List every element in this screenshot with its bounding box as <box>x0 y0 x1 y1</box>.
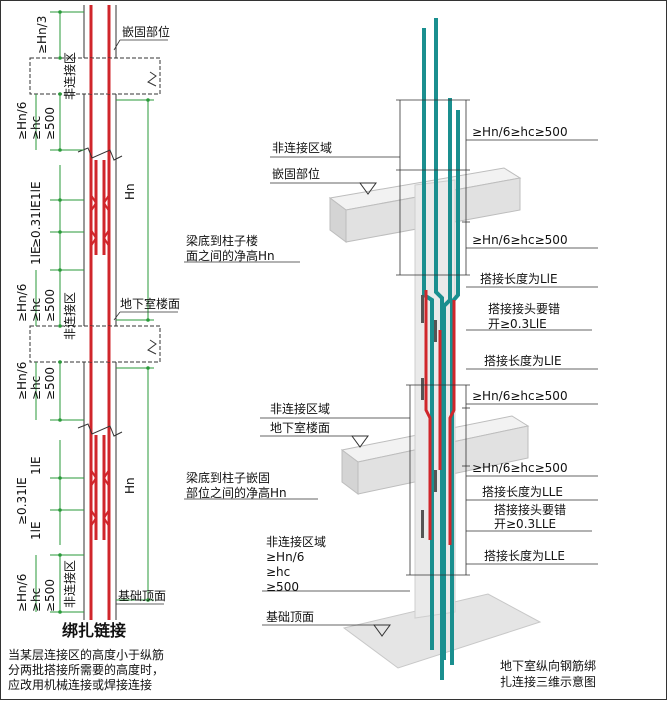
break-mark-top <box>77 147 123 161</box>
hn-upper-label: Hn <box>123 183 137 200</box>
embed-label: 嵌固部位 <box>122 24 170 39</box>
right-leader-lines <box>184 139 598 626</box>
non-connect-domain-label-3: 非连接区域 <box>266 534 326 549</box>
cond-hn6-label: ≥Hn/6 <box>266 550 304 564</box>
cond-500-label: ≥500 <box>266 580 299 594</box>
lie-label-4: 1lE <box>29 521 43 540</box>
right-dimension-lines <box>396 99 470 576</box>
break-mark-beam-mid <box>147 339 157 355</box>
embed-label-right: 嵌固部位 <box>272 166 320 181</box>
note-line-3: 应改用机械连接或焊接连接 <box>8 677 152 692</box>
basement-beam <box>29 325 161 363</box>
v500-label-1: ≥500 <box>43 107 57 140</box>
lap-label-a2: 搭接长度为LlE <box>484 353 562 368</box>
beam-to-floor-line-2: 面之间的净高Hn <box>186 248 275 263</box>
teal-rebars <box>422 18 460 680</box>
left-dimension-dots <box>58 10 150 614</box>
leader-basement <box>113 311 121 321</box>
left-dimension-lines <box>35 11 154 613</box>
v500-label-4: ≥500 <box>43 579 57 612</box>
hn6-label-1: ≥Hn/6 <box>15 102 29 140</box>
cond-combined-4: ≥Hn/6≥hc≥500 <box>472 461 568 475</box>
l031-label-2: ≥0.31lE <box>15 477 29 525</box>
lie-label-3: 1lE <box>29 456 43 475</box>
lap-label-a1: 搭接长度为LlE <box>480 271 558 286</box>
foundation-top-label-right: 基础顶面 <box>266 610 314 624</box>
v500-label-3: ≥500 <box>43 367 57 400</box>
l031-label-1: ≥0.31lE <box>29 200 43 248</box>
left-elevation: 嵌固部位 地下室楼面 基础顶面 Hn Hn ≥Hn/3 非连接区 ≥Hn/6 ≥… <box>8 5 180 692</box>
lie-label-2: 1lE <box>29 246 43 265</box>
stagger-a-line-1: 搭接接头要错 <box>488 301 560 316</box>
hn6-label-4: ≥Hn/6 <box>15 574 29 612</box>
beam-to-embed-line-1: 梁底到柱子嵌固 <box>186 470 270 485</box>
embed-beam <box>29 57 161 95</box>
left-title: 绑扎链接 <box>62 621 126 640</box>
right-3d-view: 非连接区域 嵌固部位 梁底到柱子楼 面之间的净高Hn 非连接区域 地下室楼面 梁… <box>184 18 598 689</box>
cond-combined-2: ≥Hn/6≥hc≥500 <box>472 233 568 247</box>
stagger-b-line-1: 搭接接头要错 <box>494 502 566 517</box>
hn3-label: ≥Hn/3 <box>35 16 49 54</box>
stagger-b-line-2: 开≥0.3LLE <box>494 517 556 531</box>
lap-label-b2: 搭接长度为LLE <box>484 548 565 563</box>
red-lap-bars <box>424 290 456 545</box>
break-mark-mid <box>77 423 123 437</box>
beam-to-embed-line-2: 部位之间的净高Hn <box>186 485 287 500</box>
cond-hc-label: ≥hc <box>266 565 290 579</box>
hc-label-1: ≥hc <box>29 116 43 140</box>
non-connect-domain-label-1: 非连接区域 <box>272 140 332 155</box>
break-mark-beam-top <box>147 71 157 87</box>
caption-line-1: 地下室纵向钢筋绑 <box>500 658 596 673</box>
hc-label-4: ≥hc <box>29 588 43 612</box>
leader-embed <box>113 39 121 51</box>
hn6-label-2: ≥Hn/6 <box>15 284 29 322</box>
lap-crank-marks <box>90 194 110 527</box>
hn6-label-3: ≥Hn/6 <box>15 362 29 400</box>
stagger-a-line-2: 开≥0.3LlE <box>488 317 547 331</box>
foundation-top-label: 基础顶面 <box>118 589 166 603</box>
lap-markers <box>421 295 437 538</box>
non-connect-domain-label-2: 非连接区域 <box>270 401 330 416</box>
non-connect-label-2: 非连接区 <box>62 292 77 340</box>
hc-label-2: ≥hc <box>29 298 43 322</box>
hn-lower-label: Hn <box>123 477 137 494</box>
lap-label-b1: 搭接长度为LLE <box>482 484 563 499</box>
lie-label-1: 1lE <box>29 181 43 200</box>
basement-floor-label-right: 地下室楼面 <box>270 420 330 435</box>
beam-to-floor-line-1: 梁底到柱子楼 <box>186 233 258 248</box>
cond-combined-3: ≥Hn/6≥hc≥500 <box>472 389 568 403</box>
basement-floor-label: 地下室楼面 <box>120 296 180 311</box>
caption-line-2: 扎连接三维示意图 <box>500 674 596 689</box>
note-line-2: 分两批搭接所需要的高度时， <box>8 662 164 677</box>
note-line-1: 当某层连接区的高度小于纵筋 <box>8 647 164 662</box>
non-connect-label-1: 非连接区 <box>62 52 77 100</box>
hc-label-3: ≥hc <box>29 376 43 400</box>
ground-markers <box>351 182 391 637</box>
non-connect-label-3: 非连接区 <box>62 560 77 608</box>
cond-combined-1: ≥Hn/6≥hc≥500 <box>472 125 568 139</box>
v500-label-2: ≥500 <box>43 289 57 322</box>
